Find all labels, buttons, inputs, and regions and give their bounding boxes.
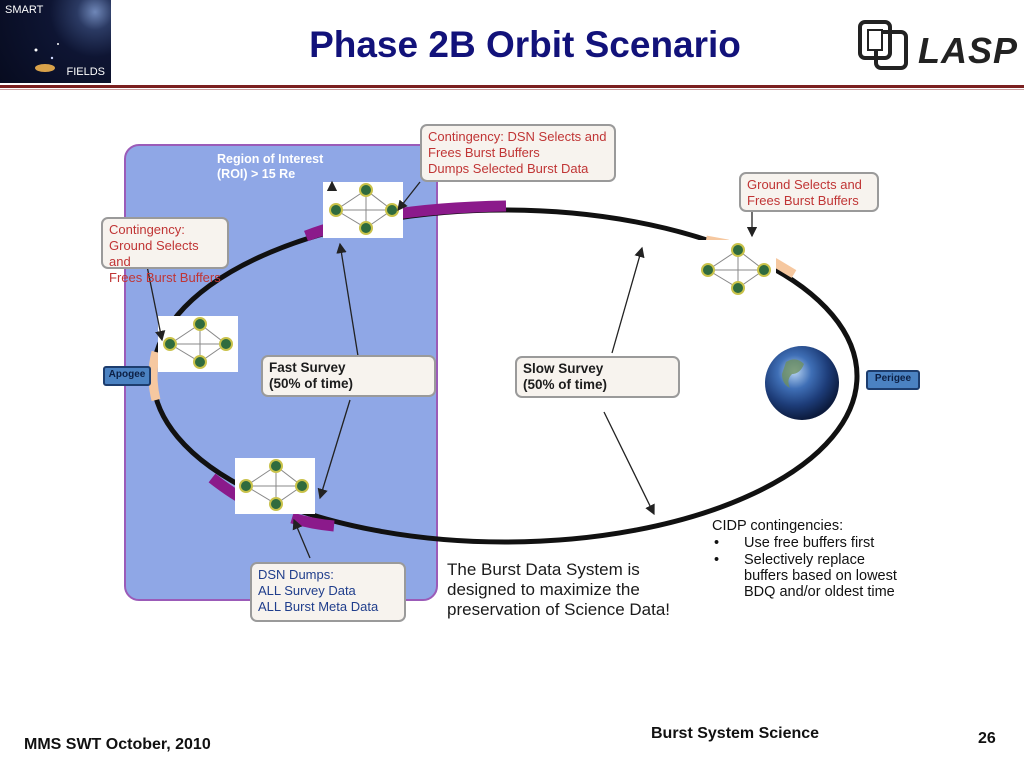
earth-icon [765, 346, 839, 420]
cidp-contingencies: CIDP contingencies: Use free buffers fir… [712, 518, 902, 600]
dsn-dumps-box: DSN Dumps: ALL Survey Data ALL Burst Met… [250, 562, 406, 622]
fast-survey-line-1: Fast Survey [269, 360, 346, 375]
formation-icon-bottom [235, 458, 315, 514]
satellite-icon [34, 43, 59, 72]
fast-survey-box: Fast Survey (50% of time) [261, 355, 436, 397]
dsn-dumps-line-3: ALL Burst Meta Data [258, 599, 379, 614]
lasp-logo: LASP [918, 30, 1019, 71]
statement-line-2: designed to maximize the [447, 580, 640, 599]
slow-survey-line-1: Slow Survey [523, 361, 604, 376]
cidp-item-2: Selectively replace buffers based on low… [712, 552, 902, 600]
header-divider [0, 85, 1024, 88]
cidp-item-1: Use free buffers first [712, 535, 902, 551]
contingency-ground-line-1: Contingency: [109, 222, 185, 237]
dsn-dumps-line-2: ALL Survey Data [258, 583, 356, 598]
page-number: 26 [978, 730, 996, 747]
logo-smart-text: SMART [5, 4, 44, 16]
apogee-band [148, 350, 161, 402]
contingency-ground-box: Contingency: Ground Selects and Frees Bu… [101, 217, 229, 285]
formation-icon-perigee [696, 240, 776, 296]
formation-icon-top [323, 182, 403, 238]
apogee-tag: Apogee [103, 366, 151, 386]
roi-label-line-2: (ROI) > 15 Re [217, 167, 296, 181]
cidp-title: CIDP contingencies: [712, 518, 844, 534]
cidp-list: Use free buffers first Selectively repla… [712, 535, 902, 600]
roi-label: Region of Interest (ROI) > 15 Re [217, 152, 357, 182]
formation-icon-apogee [158, 316, 238, 372]
header-divider-thin [0, 89, 1024, 90]
statement-line-1: The Burst Data System is [447, 560, 640, 579]
roi-label-line-1: Region of Interest [217, 152, 324, 166]
contingency-dsn-box: Contingency: DSN Selects and Frees Burst… [420, 124, 616, 182]
footer-center: Burst System Science [651, 725, 820, 742]
dsn-dumps-line-1: DSN Dumps: [258, 567, 334, 582]
statement-line-3: preservation of Science Data! [447, 600, 671, 619]
slow-survey-box: Slow Survey (50% of time) [515, 356, 680, 398]
slow-survey-line-2: (50% of time) [523, 377, 608, 392]
burst-statement: The Burst Data System is designed to max… [447, 560, 707, 620]
cu-logo-icon [858, 20, 908, 70]
ground-selects-line-1: Ground Selects and [747, 177, 862, 192]
ground-selects-line-2: Frees Burst Buffers [747, 193, 859, 208]
contingency-dsn-line-1: Contingency: DSN Selects and [428, 129, 607, 144]
ground-select-band-2 [771, 258, 797, 278]
ground-selects-box: Ground Selects and Frees Burst Buffers [739, 172, 879, 212]
smart-fields-logo: SMART FIELDS [0, 0, 111, 83]
perigee-tag: Perigee [866, 370, 920, 390]
fast-survey-line-2: (50% of time) [269, 376, 354, 391]
contingency-ground-line-3: Frees Burst Buffers [109, 270, 221, 285]
contingency-ground-line-2: Ground Selects and [109, 238, 199, 269]
contingency-dsn-line-2: Frees Burst Buffers [428, 145, 540, 160]
contingency-dsn-line-3: Dumps Selected Burst Data [428, 161, 589, 176]
connector-arrows [146, 180, 758, 559]
page-title: Phase 2B Orbit Scenario [309, 24, 741, 65]
footer-left: MMS SWT October, 2010 [24, 736, 211, 753]
logo-fields-text: FIELDS [66, 66, 105, 78]
